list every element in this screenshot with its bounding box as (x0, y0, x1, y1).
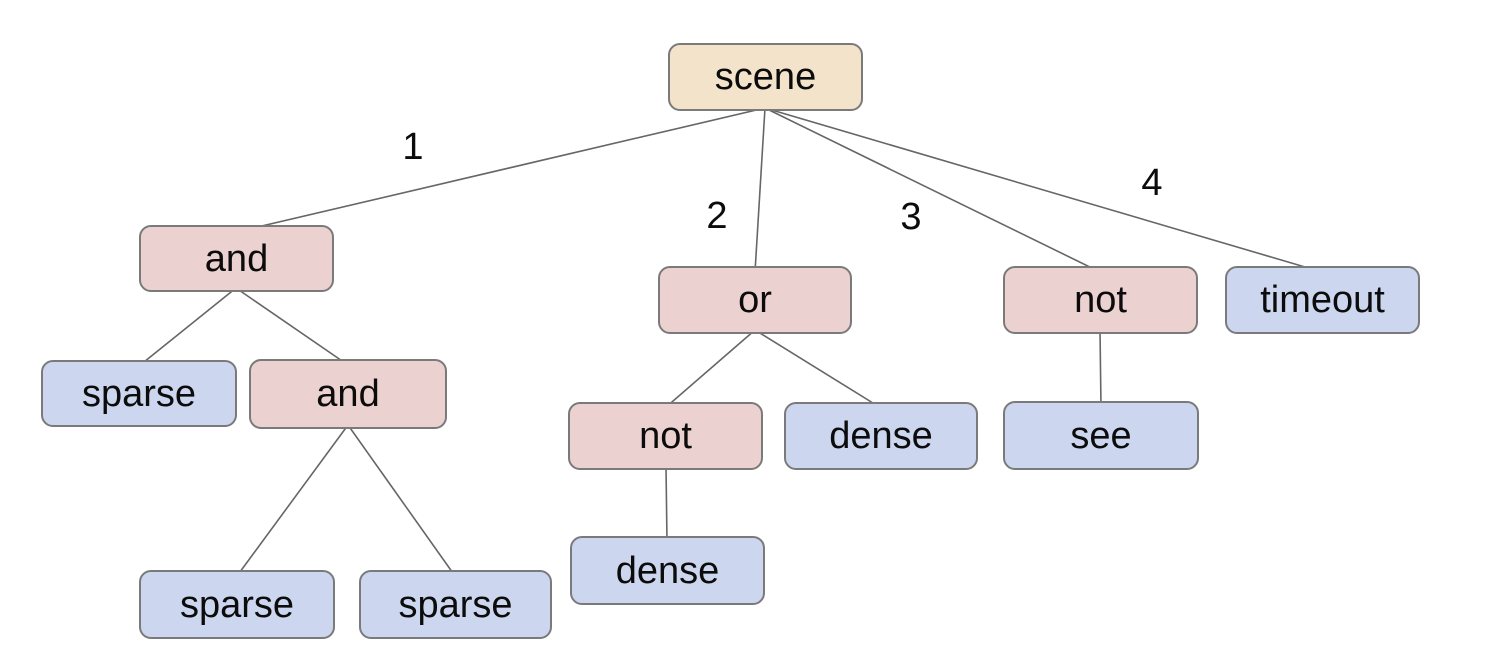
node-dense-1: dense (784, 402, 978, 470)
edge-scene-not (764, 107, 1101, 273)
edge-and1-sparse1 (138, 287, 237, 367)
edge-scene-timeout (764, 107, 1323, 273)
node-and-2: and (249, 359, 447, 429)
edge-and2-sparse2 (236, 424, 349, 577)
node-sparse-1: sparse (41, 360, 237, 427)
edge-and2-sparse3 (347, 424, 456, 577)
edge-not2-dense2 (665, 465, 668, 543)
edge-or-not2 (664, 329, 756, 409)
node-see-1: see (1003, 401, 1199, 470)
node-sparse-3: sparse (359, 570, 552, 639)
edge-label-1: 1 (402, 126, 423, 168)
edge-and1-and2 (235, 287, 349, 366)
edge-label-3: 3 (900, 196, 921, 238)
node-or-1: or (658, 266, 852, 334)
node-and-1: and (139, 225, 334, 292)
node-not-1: not (1003, 266, 1198, 334)
edge-or-dense1 (754, 329, 882, 409)
edge-label-2: 2 (706, 195, 727, 237)
node-dense-2: dense (570, 536, 765, 605)
node-timeout-1: timeout (1225, 266, 1420, 334)
edge-label-4: 4 (1141, 162, 1162, 204)
node-sparse-2: sparse (139, 570, 335, 639)
node-scene: scene (668, 43, 863, 111)
node-not-2: not (568, 402, 763, 470)
edge-scene-or (754, 107, 766, 273)
edge-not1-see (1099, 329, 1102, 408)
edge-scene-and (235, 107, 766, 233)
